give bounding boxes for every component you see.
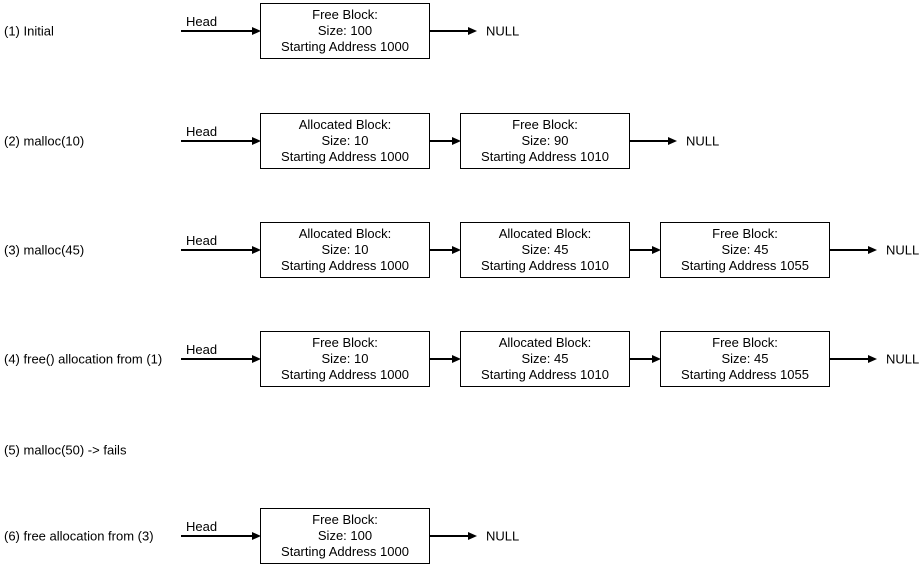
memory-block-node: Free Block: Size: 90 Starting Address 10… xyxy=(460,113,630,169)
block-size-label: Size: 45 xyxy=(721,351,769,366)
row-label: (4) free() allocation from (1) xyxy=(4,351,163,367)
block-type-label: Free Block: xyxy=(512,117,578,132)
row-label: (5) malloc(50) -> fails xyxy=(4,442,127,458)
row-label: (2) malloc(10) xyxy=(4,133,85,149)
block-type-label: Allocated Block: xyxy=(298,226,392,241)
memory-block-node: Allocated Block: Size: 45 Starting Addre… xyxy=(460,331,630,387)
block-size-label: Size: 45 xyxy=(521,242,569,257)
block-size-label: Size: 10 xyxy=(321,242,369,257)
null-label: NULL xyxy=(486,528,520,544)
memory-block-node: Free Block: Size: 100 Starting Address 1… xyxy=(260,508,430,564)
null-label: NULL xyxy=(486,23,520,39)
block-type-label: Allocated Block: xyxy=(498,226,592,241)
row-label: (3) malloc(45) xyxy=(4,242,85,258)
block-address-label: Starting Address 1010 xyxy=(481,149,609,164)
head-label: Head xyxy=(186,233,218,248)
block-size-label: Size: 45 xyxy=(521,351,569,366)
memory-block-node: Allocated Block: Size: 45 Starting Addre… xyxy=(460,222,630,278)
null-label: NULL xyxy=(686,133,720,149)
memory-block-node: Allocated Block: Size: 10 Starting Addre… xyxy=(260,222,430,278)
diagram-row: (4) free() allocation from (1) Head Free… xyxy=(0,331,921,387)
block-type-label: Allocated Block: xyxy=(498,335,592,350)
block-type-label: Free Block: xyxy=(312,7,378,22)
block-address-label: Starting Address 1010 xyxy=(481,258,609,273)
memory-block-node: Free Block: Size: 100 Starting Address 1… xyxy=(260,3,430,59)
block-size-label: Size: 100 xyxy=(317,23,373,38)
null-label: NULL xyxy=(886,242,920,258)
row-label: (6) free allocation from (3) xyxy=(4,528,154,544)
memory-block-node: Allocated Block: Size: 10 Starting Addre… xyxy=(260,113,430,169)
head-label: Head xyxy=(186,519,218,534)
diagram-row: (6) free allocation from (3) Head Free B… xyxy=(0,508,921,564)
block-address-label: Starting Address 1000 xyxy=(281,258,409,273)
diagram-row: (5) malloc(50) -> fails xyxy=(0,422,921,478)
block-address-label: Starting Address 1000 xyxy=(281,544,409,559)
block-address-label: Starting Address 1055 xyxy=(681,258,809,273)
memory-block-node: Free Block: Size: 45 Starting Address 10… xyxy=(660,331,830,387)
memory-block-node: Free Block: Size: 10 Starting Address 10… xyxy=(260,331,430,387)
block-address-label: Starting Address 1000 xyxy=(281,149,409,164)
block-size-label: Size: 10 xyxy=(321,133,369,148)
block-size-label: Size: 10 xyxy=(321,351,369,366)
memory-block-node: Free Block: Size: 45 Starting Address 10… xyxy=(660,222,830,278)
block-address-label: Starting Address 1000 xyxy=(281,39,409,54)
head-label: Head xyxy=(186,124,218,139)
head-label: Head xyxy=(186,342,218,357)
block-size-label: Size: 90 xyxy=(521,133,569,148)
block-type-label: Free Block: xyxy=(712,335,778,350)
block-type-label: Free Block: xyxy=(312,335,378,350)
block-type-label: Free Block: xyxy=(312,512,378,527)
block-address-label: Starting Address 1000 xyxy=(281,367,409,382)
diagram-row: (3) malloc(45) Head Allocated Block: Siz… xyxy=(0,222,921,278)
block-type-label: Allocated Block: xyxy=(298,117,392,132)
head-label: Head xyxy=(186,14,218,29)
block-size-label: Size: 100 xyxy=(317,528,373,543)
diagram-row: (2) malloc(10) Head Allocated Block: Siz… xyxy=(0,113,921,169)
block-type-label: Free Block: xyxy=(712,226,778,241)
diagram-row: (1) Initial Head Free Block: Size: 100 S… xyxy=(0,3,921,59)
block-address-label: Starting Address 1055 xyxy=(681,367,809,382)
block-size-label: Size: 45 xyxy=(721,242,769,257)
null-label: NULL xyxy=(886,351,920,367)
block-address-label: Starting Address 1010 xyxy=(481,367,609,382)
row-label: (1) Initial xyxy=(4,23,54,39)
